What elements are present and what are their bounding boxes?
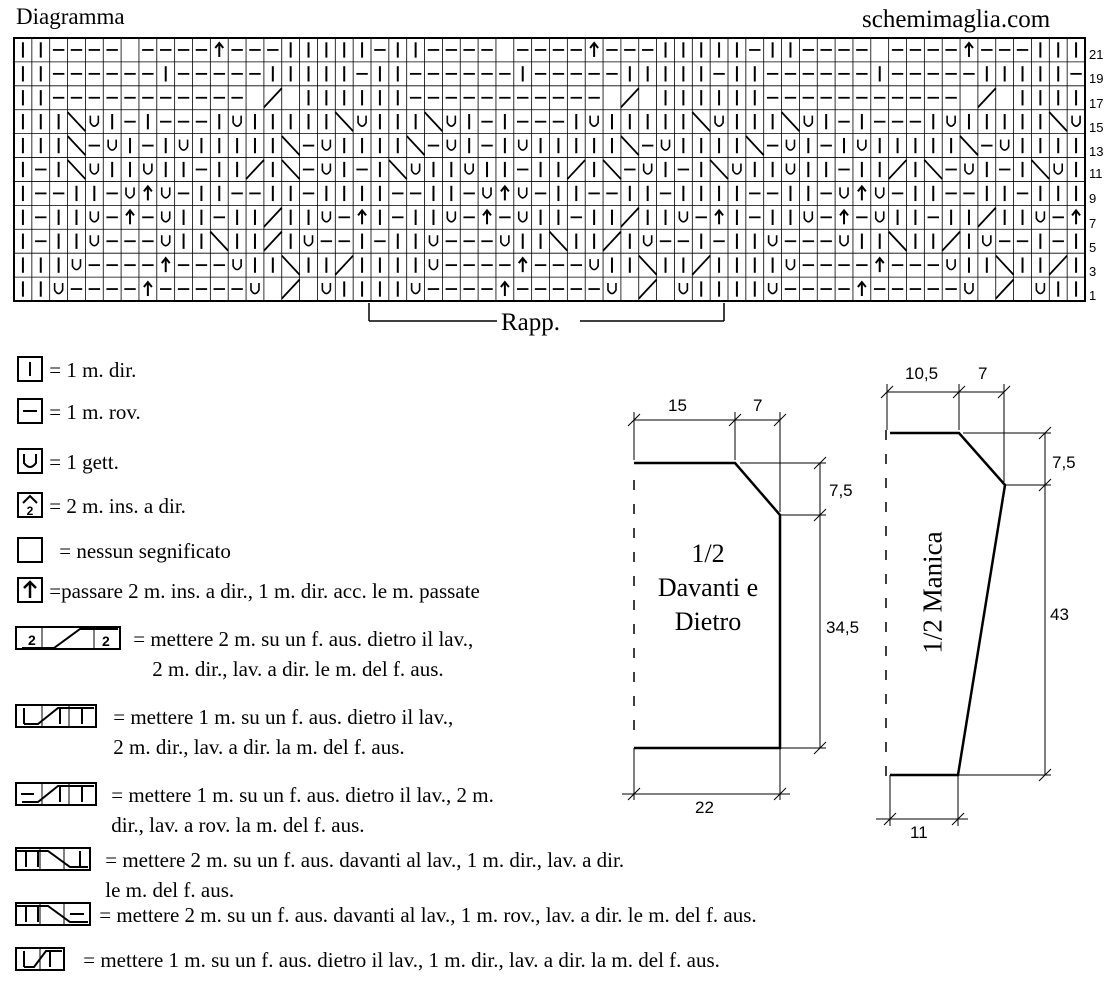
legend-label: = mettere 1 m. su un f. aus. dietro il l… — [83, 948, 720, 972]
legend-label: = mettere 1 m. su un f. aus. dietro il l… — [113, 705, 454, 759]
knitting-chart — [13, 37, 1086, 322]
sleeve-schematic — [876, 384, 1052, 826]
svg-text:2: 2 — [102, 633, 110, 649]
yarn-over-icon — [17, 448, 43, 475]
legend-label: = mettere 2 m. su un f. aus. davanti al … — [99, 903, 757, 927]
row-number: 9 — [1089, 191, 1097, 206]
row-number: 3 — [1089, 264, 1097, 279]
legend-label: = mettere 2 m. su un f. aus. davanti al … — [105, 848, 625, 902]
legend-label: = 1 m. dir. — [49, 358, 137, 382]
body-neck-width: 7 — [753, 396, 763, 415]
legend-label: = nessun segnificato — [59, 539, 231, 563]
legend-label: = 2 m. ins. a dir. — [49, 494, 186, 518]
repeat-bracket — [368, 303, 725, 322]
cable-knit-1-2-icon — [15, 704, 97, 729]
legend-label: = 1 m. rov. — [49, 400, 141, 424]
row-number: 17 — [1089, 96, 1104, 111]
diagram-title: Diagramma — [16, 4, 125, 29]
legend-item-sk2po: =passare 2 m. ins. a dir., 1 m. dir. acc… — [14, 576, 480, 606]
legend-label: = 1 gett. — [49, 450, 119, 474]
legend-item-cable-2-1-front-knit: = mettere 2 m. su un f. aus. davanti al … — [14, 845, 624, 905]
row-number: 7 — [1089, 216, 1097, 231]
up-arrow-icon — [17, 577, 43, 604]
body-bottom-width: 22 — [695, 798, 714, 817]
sleeve-top-width: 10,5 — [905, 364, 939, 383]
sleeve-cap-drop: 7,5 — [1052, 453, 1076, 472]
body-schematic — [622, 412, 827, 801]
legend-item-purl: = 1 m. rov. — [14, 397, 141, 427]
legend-item-empty: = nessun segnificato — [14, 536, 231, 566]
row-number: 21 — [1089, 47, 1104, 62]
row-number: 1 — [1089, 288, 1097, 303]
legend-item-k2tog: 2 = 2 m. ins. a dir. — [14, 491, 186, 521]
row-number: 15 — [1089, 120, 1104, 135]
legend-label: = mettere 2 m. su un f. aus. dietro il l… — [133, 627, 474, 681]
cable-purl-1-2-icon — [15, 782, 97, 807]
cable-1-1-back-icon — [15, 947, 65, 972]
sleeve-cap-width: 7 — [978, 364, 988, 383]
row-number: 5 — [1089, 240, 1097, 255]
legend-item-cable-purl-1-2-back: = mettere 1 m. su un f. aus. dietro il l… — [14, 780, 494, 840]
row-number: 13 — [1089, 144, 1104, 159]
empty-square-icon — [17, 537, 43, 564]
chart-grid — [13, 37, 1086, 302]
cable-2-1-front-purl-icon — [15, 902, 91, 927]
cable-2-1-front-knit-icon — [15, 847, 91, 872]
chart-symbols — [21, 41, 1082, 300]
legend-label: =passare 2 m. ins. a dir., 1 m. dir. acc… — [49, 579, 480, 603]
site-name: schemimaglia.com — [862, 6, 1051, 33]
legend-item-knit: = 1 m. dir. — [14, 355, 136, 385]
svg-text:2: 2 — [28, 632, 36, 648]
svg-text:2: 2 — [27, 504, 34, 518]
row-number: 19 — [1089, 71, 1104, 86]
repeat-label: Rapp. — [501, 309, 561, 336]
row-number: 11 — [1089, 166, 1103, 181]
k2tog-icon: 2 — [17, 492, 43, 519]
legend-label: = mettere 1 m. su un f. aus. dietro il l… — [111, 783, 494, 837]
body-piece-title: 1/2 Davanti e Dietro — [657, 539, 759, 636]
purl-symbol-icon — [17, 398, 43, 425]
body-length: 34,5 — [826, 618, 860, 637]
sleeve-piece-title: 1/2 Manica — [917, 531, 948, 654]
body-shoulder-drop: 7,5 — [829, 481, 853, 500]
sleeve-bottom-width: 11 — [910, 823, 928, 842]
sleeve-length: 43 — [1050, 605, 1069, 624]
body-top-width: 15 — [668, 396, 687, 415]
legend-item-cable-1-1-back: = mettere 1 m. su un f. aus. dietro il l… — [14, 945, 720, 975]
legend-item-cable-knit-1-2-back: = mettere 1 m. su un f. aus. dietro il l… — [14, 702, 453, 762]
legend-item-cable-2-1-front-purl: = mettere 2 m. su un f. aus. davanti al … — [14, 900, 757, 930]
legend-item-yarn-over: = 1 gett. — [14, 447, 119, 477]
knit-symbol-icon — [17, 356, 43, 383]
